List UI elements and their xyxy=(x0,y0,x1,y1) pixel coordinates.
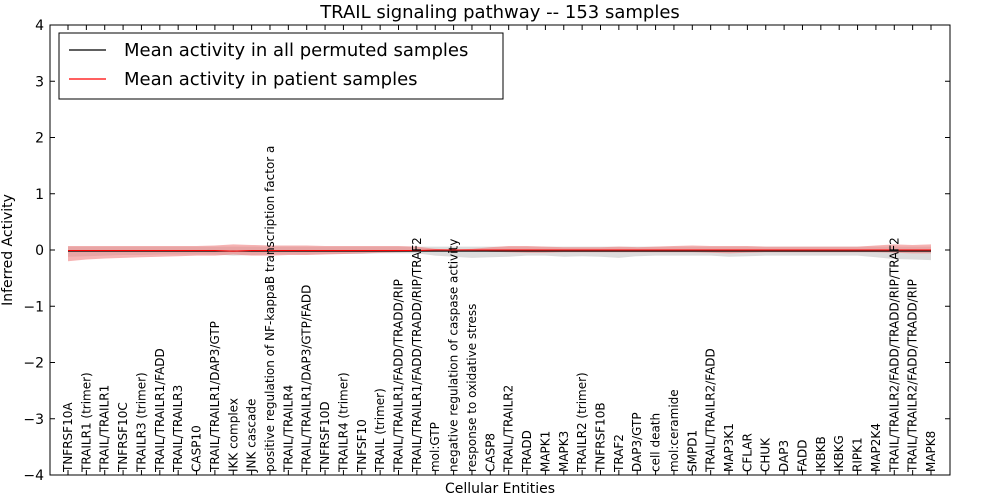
chart-title: TRAIL signaling pathway -- 153 samples xyxy=(319,2,680,23)
x-tick-label: TRAIL/TRAILR1/DAP3/GTP/FADD xyxy=(300,285,314,473)
legend-label-permuted: Mean activity in all permuted samples xyxy=(124,40,468,61)
x-tick-label: TRAIL/TRAILR1/FADD/TRADD/RIP/TRAF2 xyxy=(410,237,424,473)
y-tick-label: 0 xyxy=(35,243,44,259)
legend: Mean activity in all permuted samples Me… xyxy=(58,32,504,100)
x-tick-label: TRAILR2 (trimer) xyxy=(575,372,589,473)
x-tick-label: TNFRSF10B xyxy=(593,402,607,473)
x-tick-label: TRAIL/TRAILR1 xyxy=(98,385,112,473)
y-axis-label: Inferred Activity xyxy=(0,194,16,306)
x-tick-label: cell death xyxy=(649,413,663,472)
x-tick-label: DAP3 xyxy=(777,440,791,472)
x-tick-label: MAP3K1 xyxy=(722,423,736,472)
x-tick-label: TRAIL/TRAILR1/FADD/TRADD/RIP xyxy=(392,279,406,473)
x-tick-label: TRAIL/TRAILR1/FADD xyxy=(153,348,167,473)
y-axis-ticks: 4 3 2 1 0 −1 −2 −3 −4 xyxy=(23,18,950,484)
x-tick-label: MAPK1 xyxy=(538,431,552,472)
x-tick-label: positive regulation of NF-kappaB transcr… xyxy=(263,146,277,472)
x-tick-label: TNFSF10 xyxy=(355,419,369,473)
legend-box xyxy=(58,32,504,100)
y-tick-label: −2 xyxy=(23,356,44,372)
x-tick-label: IKK complex xyxy=(226,398,240,472)
x-tick-label: TRAIL/TRAILR2/FADD/TRADD/RIP/TRAF2 xyxy=(887,237,901,473)
y-tick-label: 1 xyxy=(35,187,44,203)
x-tick-label: TNFRSF10C xyxy=(116,402,130,473)
x-tick-label: JNK cascade xyxy=(245,399,259,473)
x-tick-label: TRAIL/TRAILR2/FADD/TRADD/RIP xyxy=(906,279,920,473)
plot-frame xyxy=(49,24,951,476)
y-tick-label: 2 xyxy=(35,131,44,147)
y-tick-label: −4 xyxy=(23,468,44,484)
x-tick-label: TRAIL/TRAILR3 xyxy=(171,385,185,473)
line-series-1 xyxy=(68,249,931,252)
y-tick-label: 4 xyxy=(35,18,44,34)
y-tick-label: 3 xyxy=(35,74,44,90)
x-tick-label: MAPK8 xyxy=(924,431,938,472)
x-tick-label: TRAILR1 (trimer) xyxy=(79,372,93,473)
x-tick-label: DAP3/GTP xyxy=(630,412,644,472)
x-tick-label: TRAIL/TRAILR1/DAP3/GTP xyxy=(208,321,222,473)
x-tick-label: TRAILR3 (trimer) xyxy=(134,372,148,473)
x-tick-label: RIPK1 xyxy=(851,437,865,472)
x-tick-label: negative regulation of caspase activity xyxy=(447,239,461,472)
x-tick-label: mol:GTP xyxy=(428,422,442,472)
x-tick-label: FADD xyxy=(795,440,809,473)
confidence-bands xyxy=(68,244,931,262)
x-tick-label: CHUK xyxy=(759,437,773,472)
x-tick-label: TRAIL (trimer) xyxy=(373,388,387,473)
x-tick-label: TRAIL/TRAILR2/FADD xyxy=(704,348,718,473)
x-tick-label: TRAF2 xyxy=(612,434,626,473)
band-series-1 xyxy=(68,244,931,262)
x-tick-label: CASP8 xyxy=(483,433,497,472)
x-tick-label: response to oxidative stress xyxy=(465,304,479,472)
x-axis-label: Cellular Entities xyxy=(445,481,555,497)
x-tick-label: CFLAR xyxy=(740,433,754,472)
x-tick-label: mol:ceramide xyxy=(667,389,681,472)
x-tick-label: MAPK3 xyxy=(557,431,571,472)
y-tick-label: −3 xyxy=(23,412,44,428)
x-tick-label: IKBKG xyxy=(832,435,846,472)
x-tick-label: IKBKB xyxy=(814,436,828,472)
x-tick-label: TNFRSF10D xyxy=(318,401,332,473)
x-tick-label: TNFRSF10A xyxy=(61,402,75,473)
y-tick-label: −1 xyxy=(23,299,44,315)
x-tick-label: CASP10 xyxy=(190,425,204,472)
x-tick-label: SMPD1 xyxy=(685,430,699,472)
x-axis-ticks: TNFRSF10A TRAILR1 (trimer) TRAIL/TRAILR1 TN… xyxy=(61,25,938,475)
x-tick-label: TRAILR4 (trimer) xyxy=(336,372,350,473)
x-tick-label: MAP2K4 xyxy=(869,423,883,472)
x-tick-label: TRAIL/TRAILR2 xyxy=(502,385,516,473)
series-lines xyxy=(68,249,931,252)
legend-label-patient: Mean activity in patient samples xyxy=(124,69,418,90)
x-tick-label: TRAIL/TRAILR4 xyxy=(281,385,295,473)
x-tick-label: TRADD xyxy=(520,430,534,473)
